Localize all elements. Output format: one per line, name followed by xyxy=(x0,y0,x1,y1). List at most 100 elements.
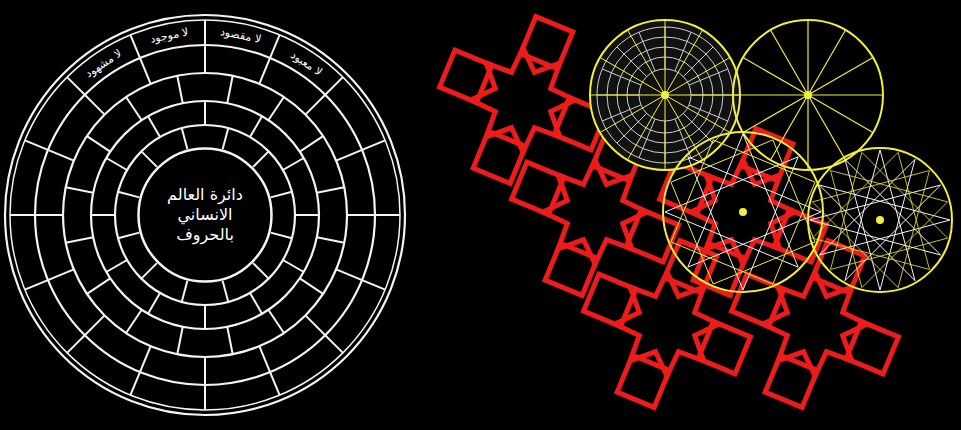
spoke-line xyxy=(317,237,344,242)
spoke-line xyxy=(130,372,140,395)
square-shape xyxy=(626,210,678,262)
spoke-line xyxy=(689,69,728,85)
spoke-line xyxy=(362,140,385,150)
square-shape xyxy=(521,17,573,69)
spoke-line xyxy=(126,310,142,333)
spoke-line xyxy=(106,260,127,272)
spoke-line xyxy=(66,237,93,242)
spoke-line xyxy=(808,95,846,160)
square-shape xyxy=(617,355,669,407)
spoke-line xyxy=(227,76,232,103)
ring-text: لا مقصود xyxy=(219,25,262,46)
spoke-line xyxy=(140,346,151,372)
polygram-line xyxy=(688,212,821,267)
spoke-line xyxy=(204,20,206,45)
spoke-line xyxy=(85,95,105,115)
square-shape xyxy=(813,241,865,293)
guide-circle xyxy=(663,132,823,292)
polygram-line xyxy=(688,134,743,267)
polygram-line xyxy=(671,140,773,182)
guide-circle xyxy=(808,148,952,292)
polygram-line xyxy=(671,140,713,242)
spoke-line xyxy=(85,315,105,335)
spoke-line xyxy=(67,335,85,353)
spoke-line xyxy=(689,105,728,121)
polygram-line xyxy=(812,238,929,269)
spoke-line xyxy=(639,32,655,71)
polygram-line xyxy=(898,171,929,288)
spoke-line xyxy=(250,116,262,137)
spoke-line xyxy=(148,293,160,314)
ring-text: لا موجود xyxy=(149,26,190,46)
polygram-line xyxy=(671,242,773,284)
polygram-line xyxy=(898,152,929,269)
spoke-line xyxy=(665,58,730,96)
ring-text: لا معبود xyxy=(288,48,324,78)
spoke-line xyxy=(743,58,808,96)
spoke-line xyxy=(639,119,655,158)
star-tiling xyxy=(440,17,899,408)
spoke-line xyxy=(375,214,400,216)
polygram-line xyxy=(688,157,743,290)
polygram-line xyxy=(665,157,798,212)
ring-line xyxy=(10,20,400,410)
spoke-line xyxy=(204,385,206,410)
spoke-line xyxy=(141,151,157,167)
spoke-line xyxy=(300,136,323,152)
spoke-line xyxy=(66,187,93,192)
square-shape xyxy=(440,50,492,102)
spoke-line xyxy=(204,305,206,329)
spoke-line xyxy=(140,58,151,84)
spoke-line xyxy=(35,214,63,216)
spoke-line xyxy=(602,105,641,121)
spoke-line xyxy=(807,95,808,170)
ring-line xyxy=(63,73,347,357)
spoke-line xyxy=(271,192,292,198)
spoke-line xyxy=(270,35,280,58)
spoke-line xyxy=(204,101,206,125)
polygram-line xyxy=(812,202,898,288)
spoke-line xyxy=(204,45,206,73)
polygram-line xyxy=(831,171,948,202)
spoke-line xyxy=(305,95,325,115)
spoke-line xyxy=(362,280,385,290)
copy-disc xyxy=(590,20,740,170)
polygram-line xyxy=(845,159,941,255)
spoke-line xyxy=(305,315,325,335)
spoke-line xyxy=(259,346,270,372)
spoke-line xyxy=(733,94,808,95)
spoke-line xyxy=(130,35,140,58)
spoke-line xyxy=(808,95,873,133)
spoke-line xyxy=(665,95,703,160)
polygram-line xyxy=(812,171,929,202)
spoke-line xyxy=(300,278,323,294)
spoke-line xyxy=(325,77,343,95)
spoke-line xyxy=(177,327,182,354)
center-circle: دائرة العالم الانساني بالحروف xyxy=(137,147,273,283)
spoke-line xyxy=(182,281,188,302)
center-dot xyxy=(739,208,747,216)
spoke-line xyxy=(336,269,362,280)
spoke-line xyxy=(665,95,740,96)
spoke-line xyxy=(204,357,206,385)
square-shape xyxy=(584,274,636,326)
spoke-line xyxy=(268,97,284,120)
center-title: دائرة العالم الانساني بالحروف xyxy=(159,185,251,245)
spoke-line xyxy=(325,335,343,353)
spoke-line xyxy=(223,281,229,302)
spoke-line xyxy=(126,97,142,120)
spoke-line xyxy=(600,58,665,96)
spoke-line xyxy=(48,150,74,161)
ring-line xyxy=(115,125,295,305)
spoke-line xyxy=(253,151,269,167)
ring-line xyxy=(91,101,319,329)
center-dot xyxy=(804,91,812,99)
spoke-line xyxy=(25,280,48,290)
polygram-line xyxy=(671,182,713,284)
spoke-line xyxy=(675,32,691,71)
square-shape xyxy=(473,131,525,183)
spoke-line xyxy=(628,95,666,160)
ring-line xyxy=(35,45,375,385)
spoke-line xyxy=(268,310,284,333)
polygram-line xyxy=(713,140,815,182)
